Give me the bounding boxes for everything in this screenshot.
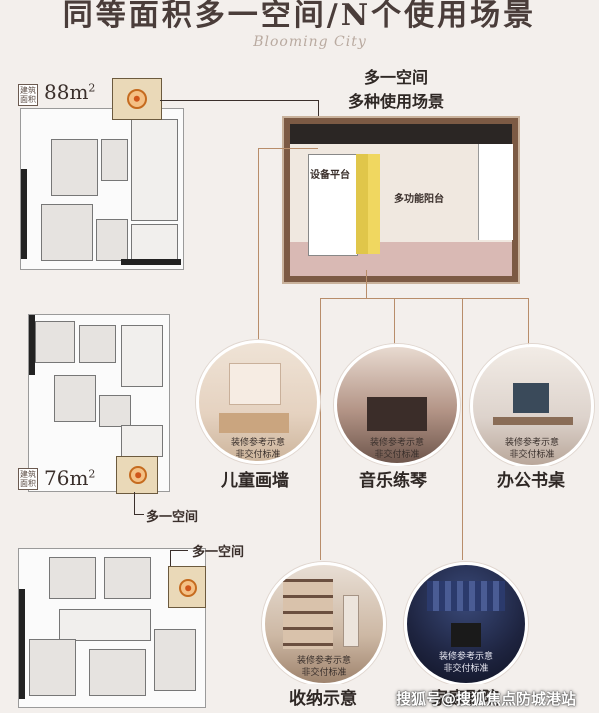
caption-line: 非交付标准	[443, 664, 489, 674]
connector-line	[320, 298, 528, 299]
connector-line	[320, 298, 321, 560]
extra-space-highlight	[168, 566, 206, 608]
caption-line: 非交付标准	[509, 450, 555, 460]
living-room	[59, 609, 151, 641]
sign-equipment: 设备平台	[310, 170, 350, 181]
caption-line: 非交付标准	[235, 450, 281, 460]
area-value-2: 76m2	[44, 466, 96, 490]
wall	[19, 589, 25, 699]
shelf	[219, 413, 289, 433]
scene-image-storage: 装修参考示意 非交付标准	[262, 562, 386, 686]
living-room	[131, 119, 178, 221]
yellow-band	[356, 154, 368, 254]
balcony-render: 设备平台 多功能阳台	[284, 118, 518, 282]
extra-space-highlight	[112, 78, 162, 120]
feature-heading-line2: 多种使用场景	[347, 92, 444, 111]
pointer-line	[160, 100, 318, 101]
extra-space-label-2: 多一空间	[146, 510, 199, 525]
window	[478, 144, 513, 240]
bathroom	[101, 139, 128, 181]
ceiling-band	[290, 124, 512, 144]
window-view	[513, 383, 549, 413]
scene-image-piano: 装修参考示意 非交付标准	[334, 344, 460, 466]
pointer-line	[170, 550, 171, 566]
connector-line	[258, 148, 259, 348]
scene-label-cinema: 家庭影院	[418, 684, 512, 709]
extra-space-label-3: 多一空间	[192, 545, 245, 560]
sign-balcony: 多功能阳台	[394, 194, 444, 205]
feature-heading-line1: 多一空间	[363, 68, 428, 87]
piano	[367, 397, 427, 431]
scene-caption: 装修参考示意 非交付标准	[265, 655, 383, 679]
scene-caption: 装修参考示意 非交付标准	[473, 437, 591, 461]
appliance	[343, 595, 359, 647]
bedroom	[79, 325, 116, 363]
floor-plan-3	[18, 548, 206, 708]
pointer-line	[134, 492, 135, 514]
area-tag-1: 建筑面积	[18, 84, 38, 106]
area-tag-2: 建筑面积	[18, 468, 38, 490]
scene-label-desk: 办公书桌	[484, 466, 578, 491]
bedroom	[51, 139, 98, 196]
feature-heading: 多一空间 多种使用场景	[316, 66, 476, 114]
bedroom	[49, 557, 96, 599]
target-icon	[129, 466, 147, 484]
caption-line: 装修参考示意	[230, 438, 285, 448]
scene-image-cinema: 装修参考示意 非交付标准	[404, 562, 528, 686]
wall-art	[229, 363, 281, 405]
kitchen	[154, 629, 196, 691]
wall	[121, 259, 181, 265]
desk	[493, 417, 573, 425]
connector-line	[394, 298, 395, 348]
area-value-1: 88m2	[44, 80, 96, 104]
dining-room	[89, 649, 146, 696]
bedroom	[35, 321, 75, 363]
living-room	[121, 325, 163, 387]
caption-line: 装修参考示意	[296, 656, 351, 666]
bedroom	[96, 219, 128, 261]
scene-label-piano: 音乐练琴	[346, 466, 440, 491]
page-title: 同等面积多一空间/N个使用场景	[62, 0, 537, 33]
gaming-chair	[451, 623, 481, 647]
scene-image-kids-wall: 装修参考示意 非交付标准	[196, 340, 320, 464]
kitchen	[121, 425, 163, 457]
bathroom	[99, 395, 131, 427]
yellow-band	[368, 154, 380, 254]
storage-shelf	[283, 579, 333, 649]
scene-caption: 装修参考示意 非交付标准	[337, 437, 457, 461]
floor-plan-88	[20, 108, 184, 270]
target-icon	[127, 89, 147, 109]
scene-label-kids-wall: 儿童画墙	[208, 466, 302, 491]
equipment-door	[308, 154, 358, 256]
caption-line: 非交付标准	[374, 450, 420, 460]
connector-line	[462, 298, 463, 560]
caption-line: 装修参考示意	[369, 438, 424, 448]
script-subtitle: Blooming City	[253, 34, 367, 50]
wall	[21, 169, 27, 259]
bedroom	[54, 375, 96, 422]
scene-caption: 装修参考示意 非交付标准	[407, 651, 525, 675]
target-icon	[179, 579, 197, 597]
caption-line: 装修参考示意	[438, 652, 493, 662]
bedroom	[29, 639, 76, 696]
dining-room	[131, 224, 178, 261]
scene-caption: 装修参考示意 非交付标准	[199, 437, 317, 461]
extra-space-highlight	[116, 456, 158, 494]
caption-line: 装修参考示意	[504, 438, 559, 448]
connector-line	[258, 148, 318, 149]
caption-line: 非交付标准	[301, 668, 347, 678]
pointer-line	[170, 550, 188, 551]
pointer-line	[134, 514, 144, 515]
watermark-text: 搜狐号@搜狐焦点防城港站	[396, 690, 577, 708]
scene-image-desk: 装修参考示意 非交付标准	[470, 344, 594, 468]
bedroom	[41, 204, 93, 261]
wall	[29, 315, 35, 375]
bedroom	[104, 557, 151, 599]
connector-line	[528, 298, 529, 348]
connector-line	[366, 270, 367, 298]
display-wall	[427, 581, 505, 611]
scene-label-storage: 收纳示意	[276, 684, 370, 709]
pointer-line	[318, 100, 319, 116]
